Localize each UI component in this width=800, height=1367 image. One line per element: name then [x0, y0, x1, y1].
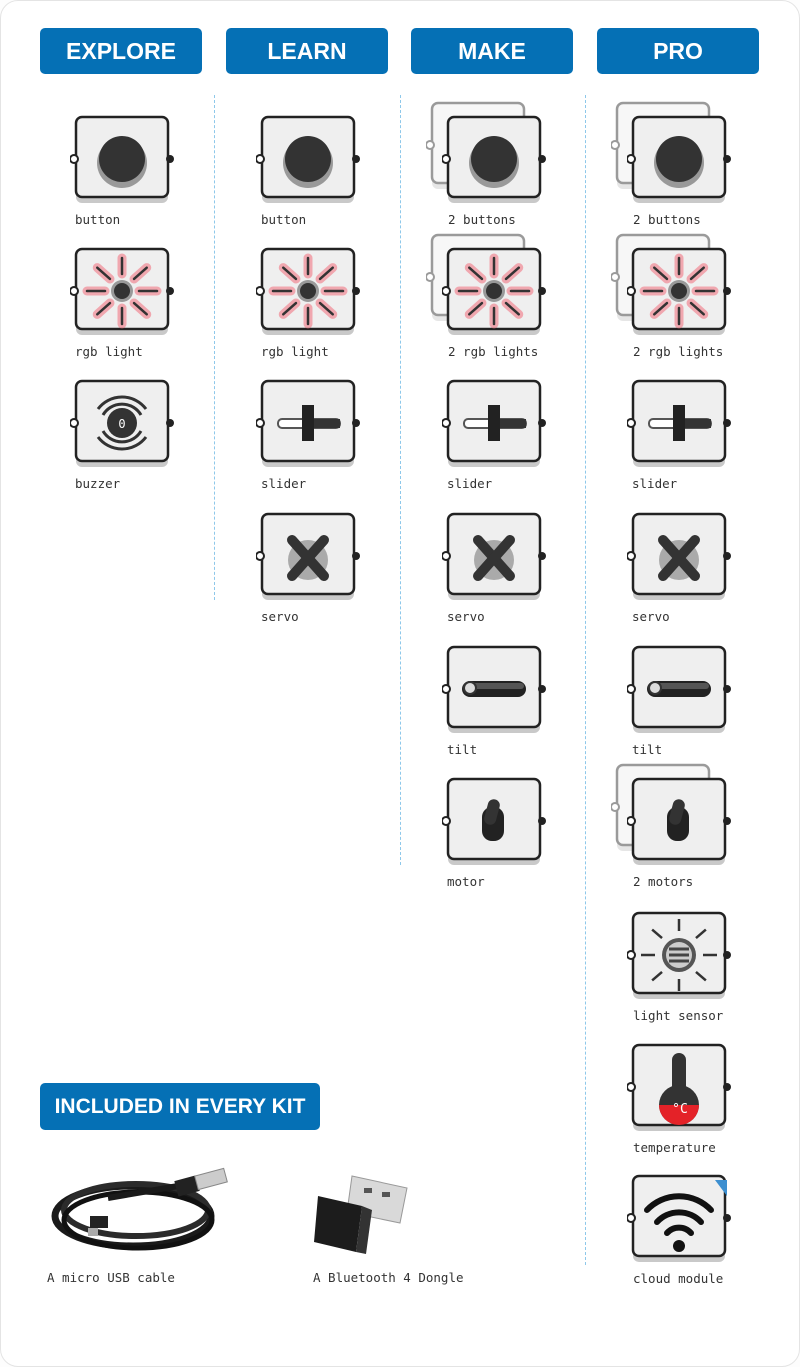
- module-label: slider: [261, 476, 307, 491]
- bluetooth-dongle-icon: [312, 1168, 412, 1262]
- module-label: button: [75, 212, 121, 227]
- module-label: 2 buttons: [448, 212, 516, 227]
- svg-text:°C: °C: [672, 1102, 688, 1117]
- module-label: 2 motors: [633, 874, 694, 889]
- module-label: cloud module: [633, 1271, 724, 1286]
- module-label: servo: [632, 609, 670, 624]
- module-servo[interactable]: [627, 512, 731, 602]
- module-2-rgb-lights[interactable]: [627, 247, 731, 337]
- tab-learn[interactable]: LEARN: [226, 28, 388, 74]
- module-rgb-light[interactable]: [70, 247, 174, 337]
- usb-cable-icon: [48, 1158, 238, 1262]
- module-label: servo: [447, 609, 485, 624]
- module-slider[interactable]: [442, 379, 546, 469]
- module-label: buzzer: [75, 476, 121, 491]
- module-2-motors[interactable]: [627, 777, 731, 867]
- module-motor[interactable]: [442, 777, 546, 867]
- module-tilt[interactable]: [442, 645, 546, 735]
- module-label: tilt: [447, 742, 478, 757]
- module-label: 2 buttons: [633, 212, 701, 227]
- module-temperature[interactable]: °C: [627, 1043, 731, 1133]
- column-divider: [585, 95, 586, 1265]
- module-label: 2 rgb lights: [633, 344, 724, 359]
- module-label: light sensor: [633, 1008, 724, 1023]
- module-slider[interactable]: [256, 379, 360, 469]
- module-label: servo: [261, 609, 299, 624]
- module-label: slider: [447, 476, 493, 491]
- tab-make[interactable]: MAKE: [411, 28, 573, 74]
- module-buzzer[interactable]: 0: [70, 379, 174, 469]
- module-label: rgb light: [261, 344, 329, 359]
- module-slider[interactable]: [627, 379, 731, 469]
- module-2-rgb-lights[interactable]: [442, 247, 546, 337]
- tab-pro[interactable]: PRO: [597, 28, 759, 74]
- column-divider: [214, 95, 215, 600]
- module-rgb-light[interactable]: [256, 247, 360, 337]
- module-label: rgb light: [75, 344, 143, 359]
- module-2-buttons[interactable]: [627, 115, 731, 205]
- module-light-sensor[interactable]: [627, 911, 731, 1001]
- module-servo[interactable]: [442, 512, 546, 602]
- module-label: motor: [447, 874, 485, 889]
- module-2-buttons[interactable]: [442, 115, 546, 205]
- module-cloud-module[interactable]: [627, 1174, 731, 1264]
- module-label: temperature: [633, 1140, 716, 1155]
- kit-header: INCLUDED IN EVERY KIT: [40, 1083, 320, 1130]
- kit-item-label: A Bluetooth 4 Dongle: [313, 1270, 464, 1285]
- svg-text:0: 0: [118, 417, 125, 431]
- module-label: tilt: [632, 742, 663, 757]
- module-label: slider: [632, 476, 678, 491]
- module-servo[interactable]: [256, 512, 360, 602]
- kit-item-label: A micro USB cable: [47, 1270, 175, 1285]
- module-tilt[interactable]: [627, 645, 731, 735]
- module-button[interactable]: [70, 115, 174, 205]
- module-label: 2 rgb lights: [448, 344, 539, 359]
- column-divider: [400, 95, 401, 865]
- module-button[interactable]: [256, 115, 360, 205]
- module-label: button: [261, 212, 307, 227]
- tab-explore[interactable]: EXPLORE: [40, 28, 202, 74]
